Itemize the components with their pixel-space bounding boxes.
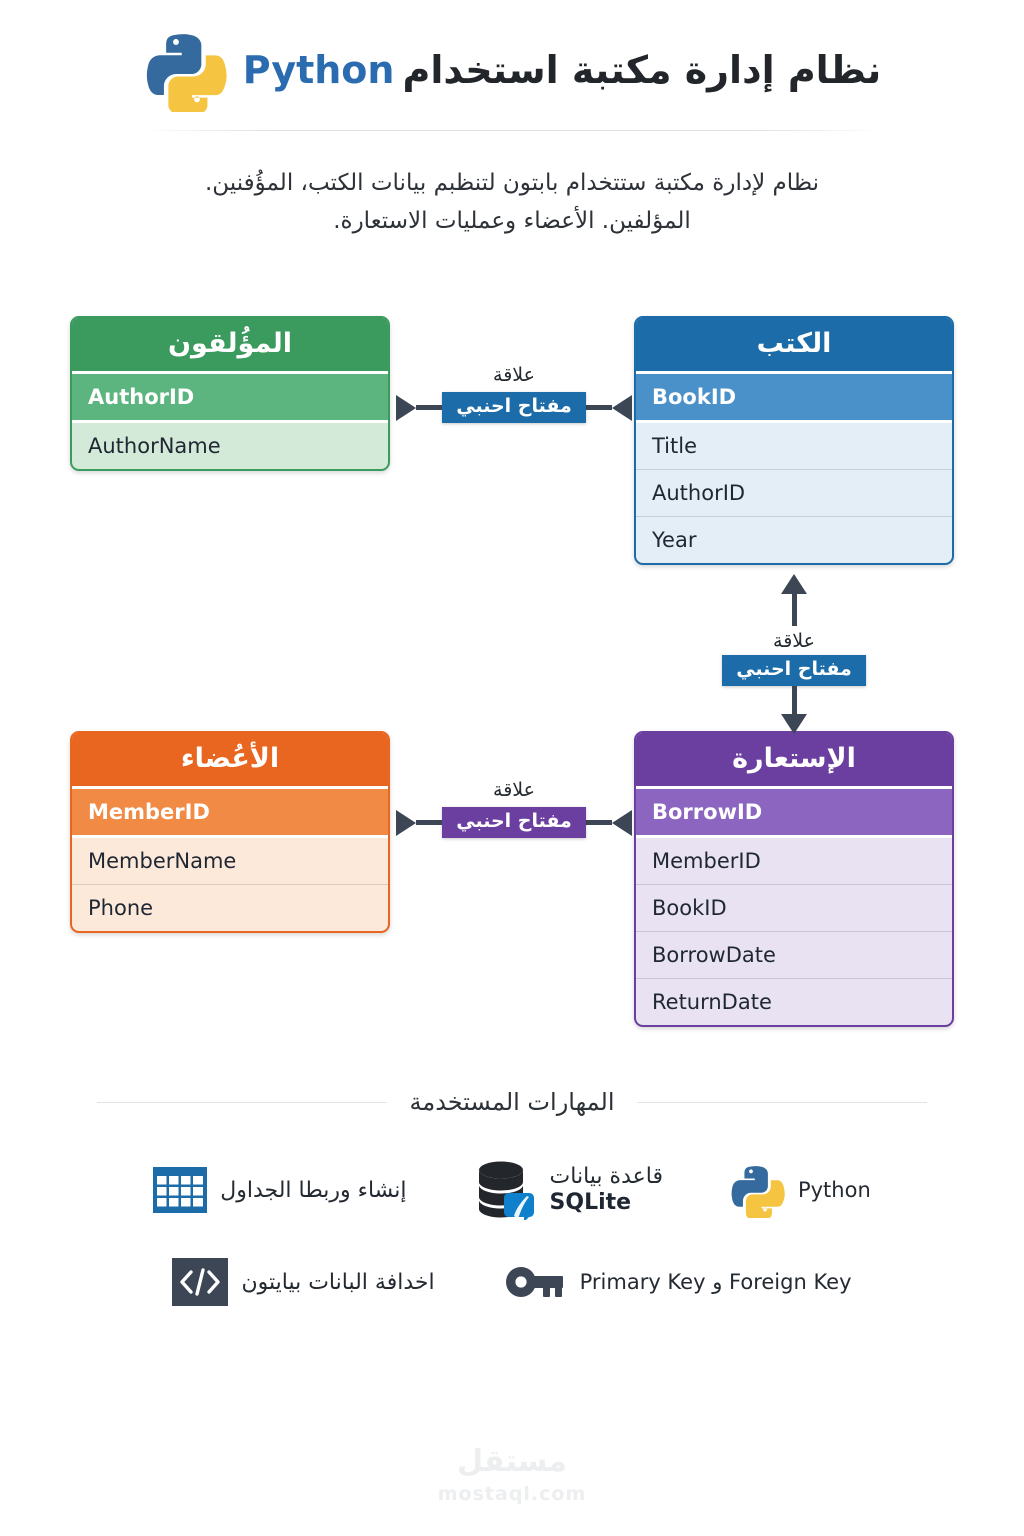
relation-label: علاقة <box>493 779 535 801</box>
code-brackets-icon <box>172 1258 229 1306</box>
arrow-head-down-icon <box>781 714 807 734</box>
relation-label: علاقة <box>773 630 815 652</box>
page-title-python: Python <box>242 48 395 92</box>
field-row: Year <box>636 516 952 563</box>
arrow-head-left-icon <box>611 394 632 421</box>
field-row: AuthorName <box>88 434 221 459</box>
relation-label: علاقة <box>493 364 535 386</box>
primary-key-field-memberid: MemberID <box>72 786 388 839</box>
skill-label-sqlite-line1: قاعدة بيانات <box>549 1164 663 1190</box>
entity-header-authors: المؤُلقون <box>72 318 388 372</box>
relation-chip-foreign-key: مفتاح احنبي <box>722 655 866 686</box>
table-grid-icon <box>153 1167 208 1213</box>
entity-table-members[interactable]: الأعُضاء MemberID MemberName Phone <box>70 731 390 934</box>
field-row: Phone <box>72 884 388 931</box>
relation-members-borrowing: علاقة مفتاح احنبي <box>394 779 634 838</box>
page-header: نظام إدارة مكتبة استخدام Python <box>0 28 1024 112</box>
skill-label-code: اخدافة البانات بيايتون <box>241 1269 435 1295</box>
skills-row-2: اخدافة البانات بيايتون Primary <box>60 1258 964 1306</box>
skills-divider-left <box>636 1101 927 1103</box>
field-row: ReturnDate <box>636 978 952 1025</box>
skill-label-tables: إنشاء وربطا الجداول <box>220 1177 407 1203</box>
arrow-shaft <box>791 594 797 626</box>
skill-label-python: Python <box>797 1178 871 1202</box>
relation-chip-foreign-key: مفتاح احنبي <box>442 392 586 423</box>
primary-key-field-bookid: BookID <box>636 371 952 424</box>
entity-fields-books: Title AuthorID Year <box>636 423 952 563</box>
skill-label-sqlite: قاعدة بيانات SQLite <box>550 1164 663 1216</box>
skills-heading-row: المهارات المستخدمة <box>0 1088 1024 1116</box>
arrow-head-right-icon <box>396 809 417 836</box>
skill-item-sqlite[interactable]: قاعدة بيانات SQLite <box>473 1160 663 1220</box>
relation-books-borrowing: علاقة مفتاح احنبي <box>722 574 866 734</box>
entity-header-borrowing: الإستعارة <box>636 733 952 787</box>
skill-label-sqlite-line2: SQLite <box>549 1190 632 1215</box>
field-row: MemberName <box>88 849 237 874</box>
arrow-head-left-icon <box>611 809 632 836</box>
entity-fields-members: MemberName Phone <box>72 838 388 931</box>
skill-item-keys[interactable]: Primary Key و Foreign Key <box>505 1262 852 1302</box>
relation-chip-foreign-key: مفتاح احنبي <box>442 807 586 838</box>
arrow-head-up-icon <box>781 574 807 594</box>
skill-label-keys: Primary Key و Foreign Key <box>579 1270 852 1294</box>
python-logo-icon <box>729 1162 785 1218</box>
primary-key-field-borrowid: BorrowID <box>636 786 952 839</box>
key-icon <box>505 1262 567 1302</box>
arrow-shaft <box>791 686 797 714</box>
field-row: Title <box>652 434 698 459</box>
skills-row-1: إنشاء وربطا الجداول <box>60 1160 964 1220</box>
arrow-shaft <box>416 405 443 410</box>
header-divider <box>140 130 884 131</box>
entity-fields-authors: AuthorName <box>72 423 388 469</box>
relation-authors-books: علاقة مفتاح احنبي <box>394 364 634 423</box>
primary-key-field-authorid: AuthorID <box>72 371 388 424</box>
database-icon <box>473 1160 537 1220</box>
watermark-arabic: مستقل <box>457 1444 567 1479</box>
footer-watermark: مستقل mostaql.com <box>0 1444 1024 1505</box>
entity-table-borrowing[interactable]: الإستعارة BorrowID MemberID BookID Borro… <box>634 731 954 1028</box>
page-subtitle: نظام لإدارة مكتبة ستتخدام بابتون لتنظبم … <box>204 170 820 234</box>
skills-heading: المهارات المستخدمة <box>409 1088 615 1116</box>
field-row: BookID <box>636 884 952 931</box>
entity-header-members: الأعُضاء <box>72 733 388 787</box>
skill-item-code[interactable]: اخدافة البانات بيايتون <box>172 1258 435 1306</box>
skill-item-python[interactable]: Python <box>729 1162 871 1218</box>
skills-divider-right <box>97 1101 388 1103</box>
entity-header-books: الكتب <box>636 318 952 372</box>
watermark-domain: mostaql.com <box>437 1483 587 1505</box>
field-row: AuthorID <box>636 469 952 516</box>
skills-grid: إنشاء وربطا الجداول <box>60 1160 964 1306</box>
field-row: BorrowDate <box>636 931 952 978</box>
arrow-shaft <box>585 820 612 825</box>
arrow-shaft <box>585 405 612 410</box>
relation-arrow: مفتاح احنبي <box>396 807 632 838</box>
entity-table-books[interactable]: الكتب BookID Title AuthorID Year <box>634 316 954 566</box>
python-logo-icon <box>143 28 227 112</box>
arrow-head-right-icon <box>396 394 417 421</box>
field-row: MemberID <box>652 849 761 874</box>
entity-table-authors[interactable]: المؤُلقون AuthorID AuthorName <box>70 316 390 472</box>
skill-item-tables[interactable]: إنشاء وربطا الجداول <box>153 1167 407 1213</box>
relation-arrow: مفتاح احنبي <box>396 392 632 423</box>
page-title: نظام إدارة مكتبة استخدام Python <box>243 48 881 92</box>
entity-fields-borrowing: MemberID BookID BorrowDate ReturnDate <box>636 838 952 1025</box>
page-title-arabic: نظام إدارة مكتبة استخدام <box>402 48 882 92</box>
arrow-shaft <box>416 820 443 825</box>
